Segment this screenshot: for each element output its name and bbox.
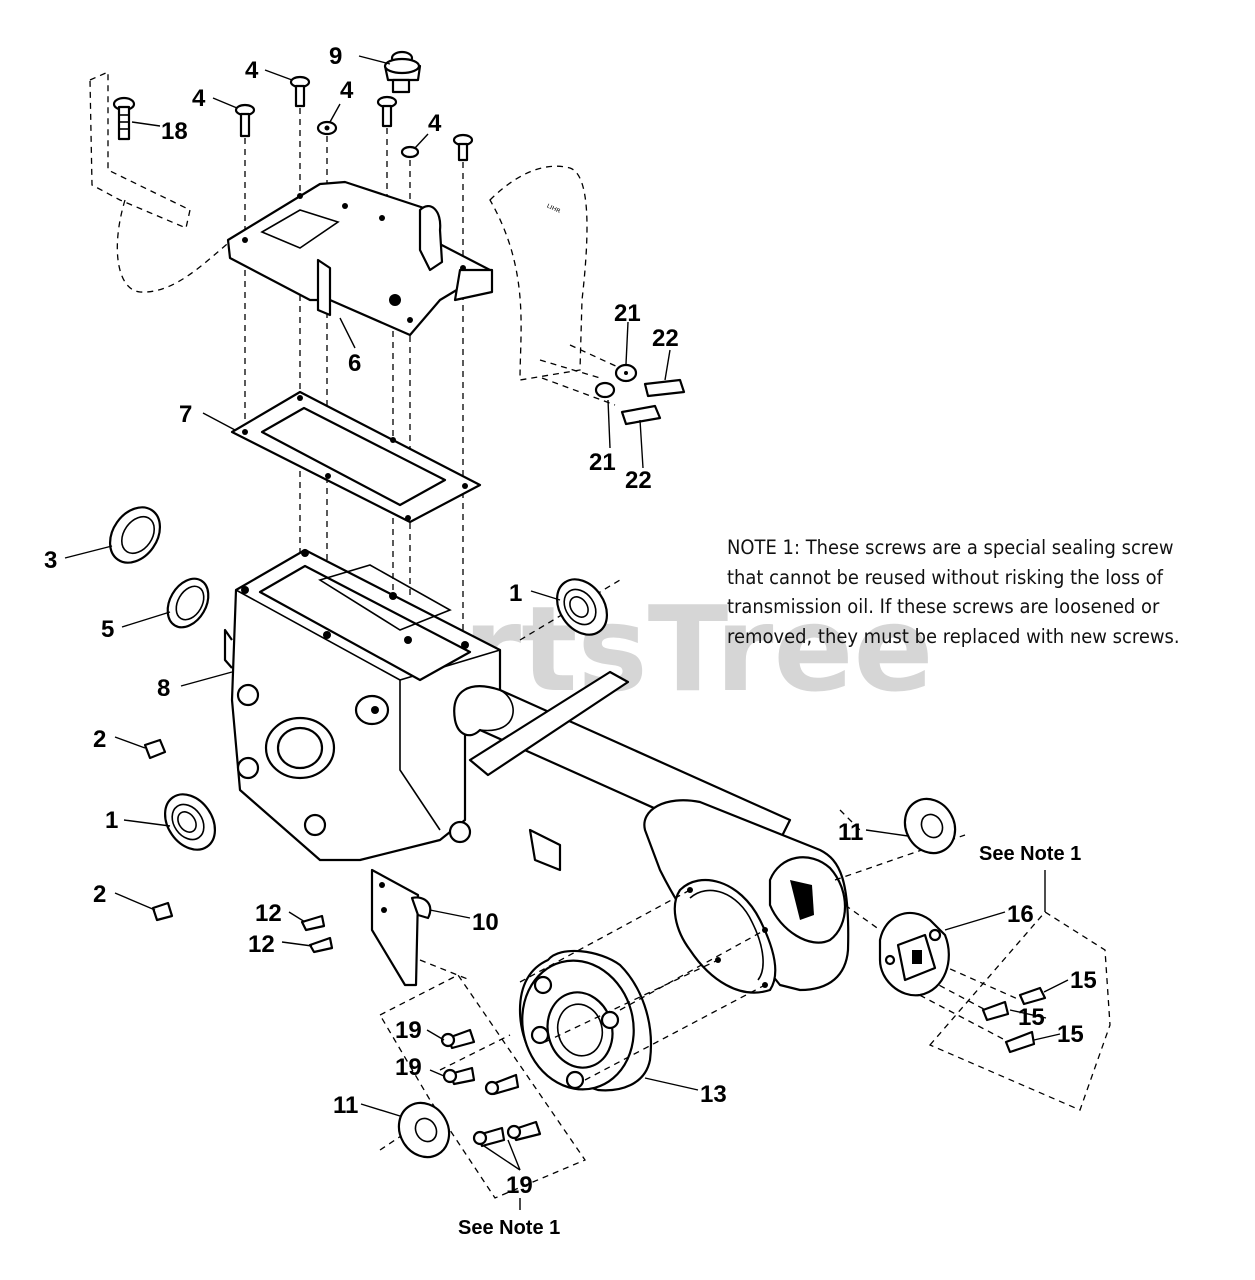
callout-19-b: 19 [395,1054,422,1081]
part-12-screws[interactable] [300,914,334,954]
part-9-vent-plug[interactable] [383,50,422,94]
callout-1-b: 1 [105,807,118,834]
callout-22-a: 22 [652,325,679,352]
callout-4-a: 4 [245,57,259,84]
callout-13: 13 [700,1081,727,1108]
part-10-bracket[interactable] [370,868,432,987]
svg-text:ᴸᴵᴴᴿ: ᴸᴵᴴᴿ [544,203,562,219]
see-note-label-left: See Note 1 [458,1217,560,1239]
part-21-washers[interactable] [594,363,638,399]
assembly-lines-decal [539,344,621,406]
part-6-cover-plate[interactable] [226,180,494,337]
part-19-screws[interactable] [440,1028,542,1148]
callout-5: 5 [101,616,114,643]
callout-4-d: 4 [428,110,442,137]
part-13-end-cover[interactable] [508,948,652,1102]
gear-housing[interactable] [643,799,850,994]
callout-16: 16 [1007,901,1034,928]
callout-numbers: 9 4 4 4 4 18 6 7 21 22 21 22 3 5 1 8 2 1… [44,43,1097,1199]
part-18-bracket-outline [89,70,233,293]
part-8-transmission-housing[interactable] [223,548,502,862]
part-2-plug-upper[interactable] [143,738,167,760]
callout-18: 18 [161,118,188,145]
part-18-bolt[interactable] [112,96,136,141]
part-11-seal-lower[interactable] [389,1094,459,1166]
leader-lines [64,55,1069,1171]
see-note-label-right: See Note 1 [979,843,1081,865]
note-1-text: NOTE 1: These screws are a special seali… [727,533,1187,651]
callout-21-a: 21 [614,300,641,327]
callout-15-c: 15 [1057,1021,1084,1048]
callout-1-a: 1 [509,580,522,607]
part-3-seal[interactable] [100,498,170,572]
part-1-seal-lower[interactable] [155,785,225,859]
callout-3: 3 [44,547,57,574]
decal-outline: ᴸᴵᴴᴿ [489,165,588,381]
callout-11-a: 11 [838,819,863,846]
callout-7: 7 [179,401,192,428]
callout-8: 8 [157,675,170,702]
note-line: removed, they must be replaced with new … [727,624,1180,648]
note-line: transmission oil. If these screws are lo… [727,595,1160,618]
note-line: that cannot be reused without risking th… [727,565,1163,589]
part-2-plug-lower[interactable] [151,901,174,922]
callout-10: 10 [472,909,499,936]
callout-6: 6 [348,350,361,377]
note-line: NOTE 1: These screws are a special seali… [727,536,1174,559]
part-7-gasket[interactable] [230,390,482,524]
part-5-seal[interactable] [159,571,216,634]
callout-12-b: 12 [248,931,275,958]
callout-21-b: 21 [589,449,616,476]
callout-4-c: 4 [340,77,354,104]
part-4-screws[interactable] [234,75,474,162]
part-15-screws[interactable] [981,986,1047,1054]
part-11-seal-upper[interactable] [895,790,965,862]
callout-2-b: 2 [93,881,106,908]
callout-19-a: 19 [395,1017,422,1044]
callout-2-a: 2 [93,726,106,753]
assembly-lines-upper [244,108,464,640]
see-note-bracket-right [928,870,1111,1111]
part-1-seal-upper[interactable] [547,570,617,644]
see-note-bracket-left [379,974,586,1210]
part-22-bolts[interactable] [620,378,686,426]
axle-bracket[interactable] [468,670,630,777]
callout-22-b: 22 [625,467,652,494]
callout-11-b: 11 [333,1092,358,1119]
callout-4-b: 4 [192,85,206,112]
callout-15-b: 15 [1018,1004,1045,1031]
callout-19-c: 19 [506,1172,533,1199]
callout-12-a: 12 [255,900,282,927]
part-16-end-plate[interactable] [878,911,950,997]
callout-9: 9 [329,43,342,70]
callout-15-a: 15 [1070,967,1097,994]
